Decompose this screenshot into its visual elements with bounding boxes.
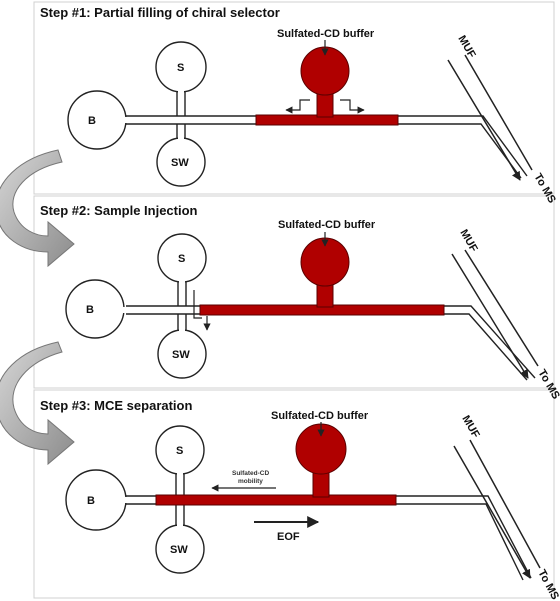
label-s: S	[178, 253, 185, 265]
muf-line-2	[447, 59, 521, 181]
step-2-title: Step #2: Sample Injection	[40, 203, 198, 218]
outlet-channel	[444, 305, 536, 381]
muf-line-2	[451, 253, 529, 379]
injection-path	[193, 290, 202, 319]
muf-label: MUF	[455, 34, 477, 61]
separation-channel	[126, 495, 158, 505]
label-b: B	[88, 115, 96, 127]
buffer-label: Sulfated-CD buffer	[277, 28, 375, 40]
label-sw: SW	[172, 349, 190, 361]
muf-label: MUF	[457, 228, 479, 255]
transition-arrow-2	[0, 341, 75, 466]
cross-channel	[175, 470, 185, 526]
label-s: S	[176, 445, 183, 457]
reservoir-b	[67, 90, 127, 150]
muf-label: MUF	[459, 414, 481, 441]
panel-step-2: Step #2: Sample Injection B S SW Sulfate…	[40, 203, 560, 401]
chiral-selector-plug	[155, 494, 397, 506]
flow-right-arrow	[340, 99, 365, 114]
label-s: S	[177, 62, 184, 74]
buffer-label: Sulfated-CD buffer	[278, 219, 376, 231]
muf-line-2	[453, 445, 531, 579]
separation-channel	[126, 115, 258, 125]
panel-step-2-frame	[33, 195, 555, 389]
panel-step-1: Step #1: Partial filling of chiral selec…	[40, 5, 558, 205]
reservoir-b	[65, 469, 127, 531]
outlet-channel	[398, 115, 528, 179]
cross-channel	[176, 88, 186, 140]
step-1-title: Step #1: Partial filling of chiral selec…	[40, 5, 280, 20]
cross-channel	[177, 276, 187, 332]
panel-step-1-frame	[33, 1, 555, 195]
panel-step-3: Step #3: MCE separation B S SW Sulfated-…	[40, 398, 560, 601]
mobility-label-line-1: Sulfated-CD	[232, 470, 270, 477]
label-sw: SW	[170, 544, 188, 556]
to-ms-label: To MS	[535, 568, 560, 601]
separation-channel	[126, 305, 202, 315]
reservoir-b	[65, 279, 125, 339]
label-sw: SW	[171, 157, 189, 169]
muf-line-1	[469, 439, 541, 569]
label-b: B	[86, 304, 94, 316]
outlet-channel	[396, 495, 532, 581]
eof-label: EOF	[277, 531, 300, 543]
buffer-label: Sulfated-CD buffer	[271, 410, 369, 422]
flow-left-arrow	[285, 99, 310, 114]
muf-line-1	[464, 249, 539, 367]
mobility-label-line-2: mobility	[238, 478, 263, 485]
muf-line-1	[464, 54, 533, 171]
transition-arrow-1	[0, 149, 75, 268]
panel-step-3-frame	[33, 389, 555, 599]
to-ms-label: To MS	[535, 368, 560, 402]
step-3-title: Step #3: MCE separation	[40, 398, 192, 413]
label-b: B	[87, 495, 95, 507]
